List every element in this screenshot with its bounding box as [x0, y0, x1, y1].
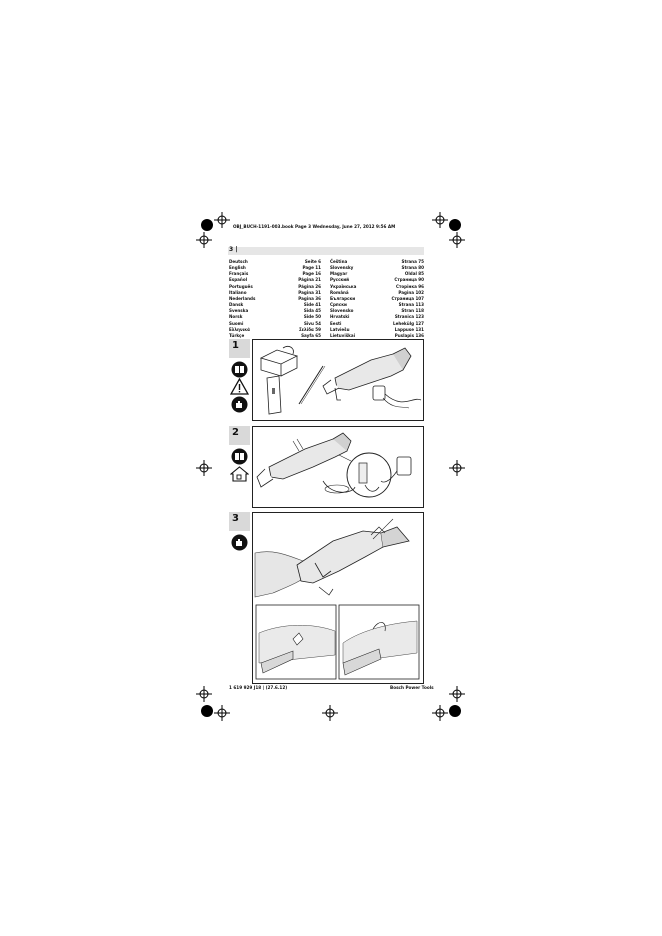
- registration-mark-bottom-left: [196, 700, 218, 726]
- crosshair-mark-top-inner-left: [214, 212, 230, 232]
- crosshair-mark-top-right: [449, 232, 465, 252]
- page-number: 3 |: [229, 246, 238, 253]
- registration-mark-top-left: [196, 214, 218, 240]
- figure-1-panel: [252, 339, 424, 421]
- battery-charging-illustration: [256, 432, 412, 498]
- figure-number: 1: [229, 339, 250, 358]
- read-manual-icon: [231, 448, 248, 469]
- glove-icon: [231, 396, 248, 417]
- footer-left: 1 619 929 J18 | (27.6.12): [229, 685, 288, 690]
- crosshair-mark-bottom-left: [196, 686, 212, 706]
- crosshair-mark-mid-right: [449, 460, 465, 480]
- read-manual-icon: [231, 361, 248, 382]
- blade-insertion-illustration: [254, 518, 420, 680]
- crosshair-mark-top-inner-right: [432, 212, 448, 232]
- registration-mark-top-right: [444, 214, 466, 240]
- crosshair-mark-mid-left: [196, 460, 212, 480]
- crosshair-mark-top-left: [196, 232, 212, 252]
- print-slug-line: OBJ_BUCH-1191-003.book Page 3 Wednesday,…: [233, 224, 396, 229]
- glove-icon: [231, 534, 248, 555]
- crosshair-mark-bottom-inner-left: [214, 705, 230, 725]
- figure-2-panel: [252, 426, 424, 508]
- saw-kit-contents-illustration: [259, 346, 422, 415]
- registration-mark-bottom-right: [444, 700, 466, 726]
- crosshair-mark-bottom-center: [322, 705, 338, 725]
- figure-3-panel: [252, 512, 424, 684]
- header-strip: [228, 247, 424, 255]
- warning-triangle-icon: [229, 377, 250, 399]
- crosshair-mark-bottom-right: [449, 686, 465, 706]
- figure-number: 2: [229, 426, 250, 445]
- indoor-use-icon: [229, 466, 250, 486]
- figure-number: 3: [229, 512, 250, 531]
- crosshair-mark-bottom-inner-right: [432, 705, 448, 725]
- footer-right: Bosch Power Tools: [390, 685, 434, 690]
